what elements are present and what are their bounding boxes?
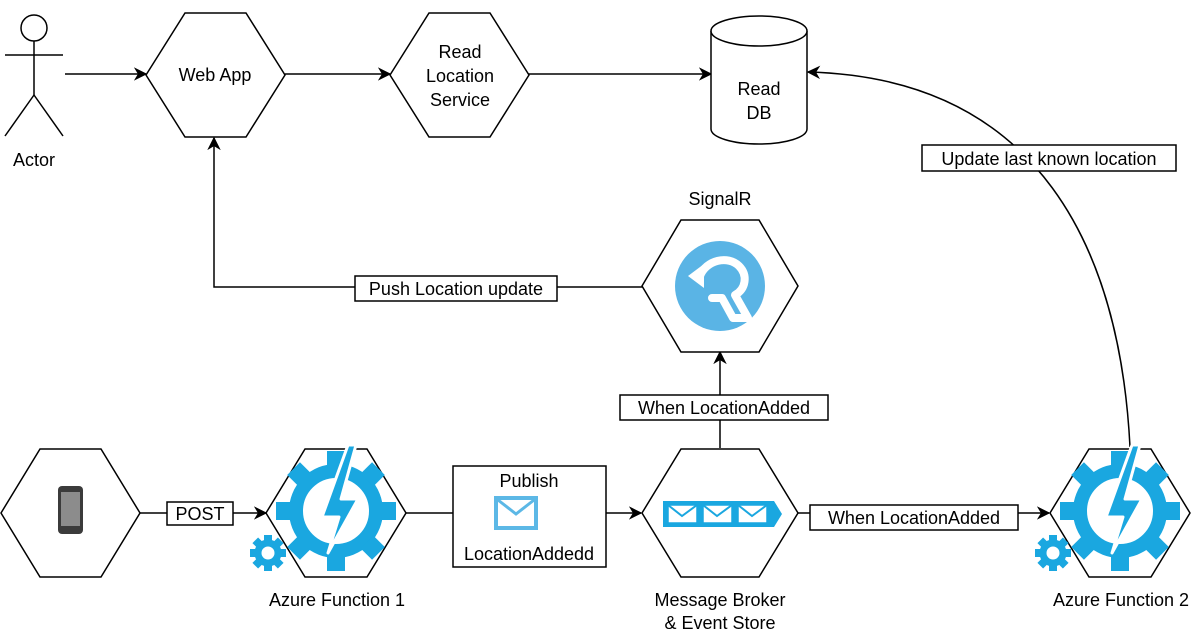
message-queue-icon <box>663 501 782 527</box>
read-service-node <box>389 12 530 138</box>
read-db-node <box>710 15 808 145</box>
edge-signalr-webapp <box>207 136 643 288</box>
broker-label-line2: & Event Store <box>664 613 775 633</box>
when-added-up-box <box>619 394 829 421</box>
push-update-label: Push Location update <box>369 279 543 299</box>
location-added-label: LocationAddedd <box>464 544 594 564</box>
function2-label: Azure Function 2 <box>1053 590 1189 610</box>
read-db-label-line1: Read <box>737 79 780 99</box>
actor-label: Actor <box>13 150 55 170</box>
read-service-label-line2: Location <box>426 66 494 86</box>
function1-label: Azure Function 1 <box>269 590 405 610</box>
webapp-label: Web App <box>179 65 252 85</box>
post-label-box <box>166 501 234 526</box>
signalr-label: SignalR <box>688 189 751 209</box>
actor-figure <box>4 14 64 137</box>
update-last-box <box>921 144 1177 172</box>
edge-function2-db <box>806 65 1131 448</box>
gear-icon <box>1035 535 1071 571</box>
broker-label-line1: Message Broker <box>654 590 785 610</box>
envelope-icon <box>494 496 538 530</box>
actor-head <box>20 14 48 42</box>
azure-function-icon <box>1060 445 1180 571</box>
read-service-label-line3: Service <box>430 90 490 110</box>
mobile-phone-icon <box>58 486 83 534</box>
read-service-label-line1: Read <box>438 42 481 62</box>
push-update-box <box>354 275 558 302</box>
signalr-icon <box>675 241 765 331</box>
azure-function-icon <box>276 445 396 571</box>
when-added-right-label: When LocationAdded <box>828 508 1000 528</box>
gear-icon <box>250 535 286 571</box>
read-db-label-line2: DB <box>746 103 771 123</box>
update-last-label: Update last known location <box>941 149 1156 169</box>
edges <box>65 65 1131 520</box>
when-added-right-box <box>809 504 1019 531</box>
when-added-up-label: When LocationAdded <box>638 398 810 418</box>
webapp-node <box>145 12 286 138</box>
post-label: POST <box>175 504 224 524</box>
publish-label: Publish <box>499 471 558 491</box>
